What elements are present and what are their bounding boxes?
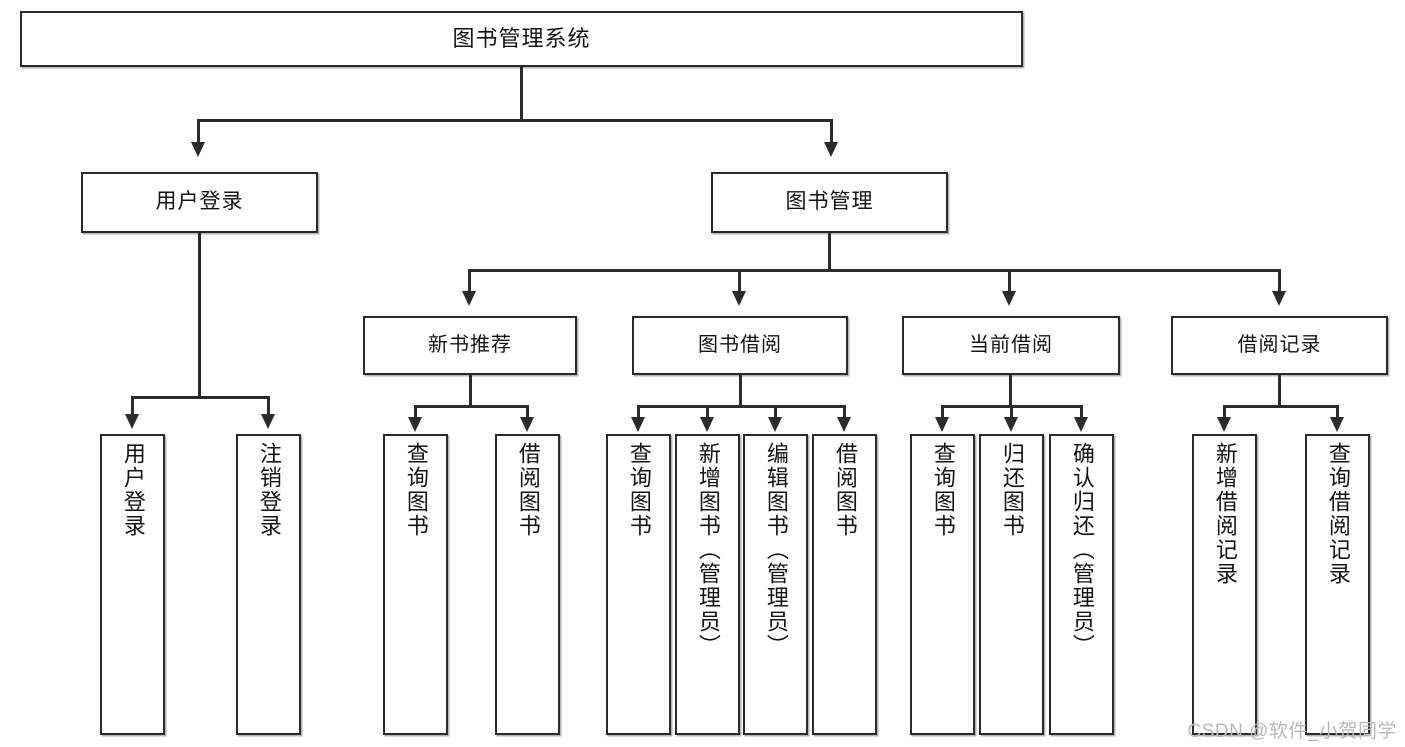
arrowhead-book-manage-to-book-borrow	[732, 291, 746, 306]
connector-book-borrow-bus	[637, 405, 845, 408]
connector-new-book-to-leaf-2	[526, 405, 529, 419]
arrowhead-current-borrow-to-leaf-2	[1004, 417, 1018, 432]
connector-current-borrow-to-leaf-2	[1010, 405, 1013, 419]
arrowhead-book-borrow-to-leaf-3	[768, 417, 782, 432]
node-user-login[interactable]: 用户登录	[81, 172, 318, 233]
leaf-book-borrow-edit-book-admin[interactable]: 编辑图书（管理员）	[743, 434, 808, 735]
connector-book-borrow-to-leaf-2	[706, 405, 709, 419]
connector-current-borrow-stem	[1009, 375, 1012, 405]
arrowhead-book-borrow-to-leaf-1	[631, 417, 645, 432]
arrowhead-book-borrow-to-leaf-2	[700, 417, 714, 432]
node-borrow-record[interactable]: 借阅记录	[1171, 316, 1388, 375]
node-label: 图书管理	[785, 190, 874, 214]
leaf-book-borrow-query-book[interactable]: 查询图书	[606, 434, 671, 735]
arrowhead-new-book-to-leaf-1	[408, 417, 422, 432]
arrowhead-new-book-to-leaf-2	[520, 417, 534, 432]
connector-user-login-to-leaf-1	[131, 396, 134, 418]
leaf-new-book-borrow-book[interactable]: 借阅图书	[495, 434, 560, 735]
leaf-user-login-query[interactable]: 用户登录	[100, 434, 165, 735]
leaf-current-borrow-return-book[interactable]: 归还图书	[979, 434, 1044, 735]
connector-book-borrow-to-leaf-4	[843, 405, 846, 419]
leaf-label: 查询图书	[403, 442, 429, 538]
arrowhead-book-borrow-to-leaf-4	[837, 417, 851, 432]
connector-current-borrow-to-leaf-3	[1080, 405, 1083, 419]
leaf-label: 查询借阅记录	[1325, 442, 1351, 586]
arrowhead-book-manage-to-current-borrow	[1002, 291, 1016, 306]
connector-book-borrow-stem	[739, 375, 742, 405]
node-label: 新书推荐	[428, 334, 512, 356]
node-new-book-recommend[interactable]: 新书推荐	[363, 316, 577, 375]
connector-new-book-stem	[469, 375, 472, 405]
arrowhead-book-manage-to-new-book	[462, 291, 476, 306]
node-label: 借阅记录	[1237, 334, 1322, 356]
arrowhead-root-to-user-login	[191, 142, 205, 157]
connector-borrow-record-to-leaf-2	[1336, 405, 1339, 419]
leaf-current-borrow-query-book[interactable]: 查询图书	[910, 434, 975, 735]
connector-book-borrow-to-leaf-3	[774, 405, 777, 419]
connector-root-bus	[197, 119, 833, 122]
node-book-borrow[interactable]: 图书借阅	[632, 316, 848, 375]
leaf-label: 新增图书（管理员）	[695, 442, 721, 658]
leaf-current-borrow-confirm-return-admin[interactable]: 确认归还（管理员）	[1049, 434, 1114, 735]
node-label: 用户登录	[155, 190, 244, 214]
arrowhead-user-login-to-leaf-1	[125, 414, 139, 429]
connector-book-manage-to-new-book	[468, 269, 471, 294]
leaf-label: 查询图书	[930, 442, 956, 538]
leaf-new-book-query-book[interactable]: 查询图书	[383, 434, 448, 735]
node-book-management[interactable]: 图书管理	[711, 172, 948, 233]
arrowhead-book-manage-to-borrow-record	[1272, 291, 1286, 306]
connector-new-book-bus	[414, 405, 528, 408]
leaf-label: 用户登录	[120, 442, 146, 538]
arrowhead-current-borrow-to-leaf-3	[1074, 417, 1088, 432]
arrowhead-root-to-book-manage	[824, 142, 838, 157]
connector-root-to-book-manage	[830, 119, 833, 146]
node-label: 图书借阅	[698, 334, 782, 356]
connector-new-book-to-leaf-1	[414, 405, 417, 419]
leaf-borrow-record-add-record[interactable]: 新增借阅记录	[1192, 434, 1257, 735]
leaf-label: 编辑图书（管理员）	[763, 442, 789, 658]
leaf-borrow-record-query-record[interactable]: 查询借阅记录	[1305, 434, 1370, 735]
leaf-label: 查询图书	[626, 442, 652, 538]
leaf-label: 确认归还（管理员）	[1069, 442, 1095, 658]
arrowhead-user-login-to-leaf-2	[261, 414, 275, 429]
leaf-label: 注销登录	[256, 442, 282, 538]
node-label: 当前借阅	[969, 334, 1053, 356]
connector-borrow-record-bus	[1223, 405, 1338, 408]
arrowhead-borrow-record-to-leaf-2	[1330, 417, 1344, 432]
connector-user-login-to-leaf-2	[267, 396, 270, 418]
connector-book-manage-bus	[468, 269, 1280, 272]
leaf-label: 借阅图书	[832, 442, 858, 538]
connector-book-manage-to-current-borrow	[1008, 269, 1011, 294]
leaf-label: 新增借阅记录	[1212, 442, 1238, 586]
connector-root-to-user-login	[197, 119, 200, 146]
connector-book-borrow-to-leaf-1	[637, 405, 640, 419]
node-current-borrow[interactable]: 当前借阅	[902, 316, 1120, 375]
connector-current-borrow-to-leaf-1	[941, 405, 944, 419]
leaf-label: 借阅图书	[515, 442, 541, 538]
connector-book-manage-to-book-borrow	[738, 269, 741, 294]
node-root-library-system[interactable]: 图书管理系统	[20, 11, 1023, 67]
connector-book-manage-stem	[828, 233, 831, 269]
leaf-label: 归还图书	[999, 442, 1025, 538]
connector-borrow-record-stem	[1278, 375, 1281, 405]
arrowhead-borrow-record-to-leaf-1	[1217, 417, 1231, 432]
leaf-book-borrow-borrow-book[interactable]: 借阅图书	[812, 434, 877, 735]
connector-user-login-bus	[131, 396, 269, 399]
connector-borrow-record-to-leaf-1	[1223, 405, 1226, 419]
leaf-user-logout[interactable]: 注销登录	[236, 434, 301, 735]
connector-user-login-stem	[198, 233, 201, 396]
leaf-book-borrow-add-book-admin[interactable]: 新增图书（管理员）	[675, 434, 740, 735]
node-label: 图书管理系统	[452, 26, 591, 52]
connector-root-stem	[520, 67, 523, 119]
connector-book-manage-to-borrow-record	[1278, 269, 1281, 294]
arrowhead-current-borrow-to-leaf-1	[935, 417, 949, 432]
